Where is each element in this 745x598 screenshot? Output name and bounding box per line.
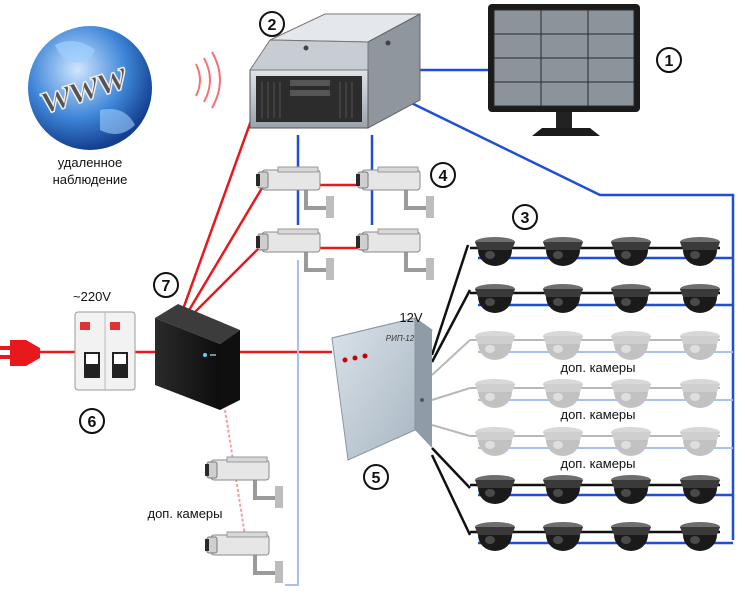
dome-camera-extra: [475, 427, 515, 456]
extra-cameras-label-3: доп. камеры: [560, 456, 635, 471]
dome-camera: [543, 284, 583, 313]
power-plug-icon: [0, 340, 40, 366]
dome-camera: [475, 237, 515, 266]
marker-5: 5: [363, 464, 389, 490]
dome-camera: [475, 522, 515, 551]
marker-6: 6: [79, 408, 105, 434]
bullet-camera: [254, 227, 336, 282]
extra-cameras-label-2: доп. камеры: [560, 407, 635, 422]
dome-camera-extra: [680, 331, 720, 360]
extra-cameras-label-1: доп. камеры: [560, 360, 635, 375]
marker-3: 3: [512, 204, 538, 230]
bullet-camera: [354, 227, 436, 282]
svg-text:6: 6: [88, 414, 97, 431]
marker-1: 1: [656, 47, 682, 73]
bullet-camera-extra: [203, 530, 285, 585]
extra-cameras-label-4: доп. камеры: [147, 506, 222, 521]
dome-camera-extra: [611, 427, 651, 456]
dome-camera: [475, 284, 515, 313]
voltage-220-label: ~220V: [73, 289, 111, 304]
power-supply-box: [330, 317, 434, 461]
remote-monitoring-label-2: наблюдение: [53, 172, 128, 187]
svg-text:2: 2: [268, 17, 277, 34]
internet-globe: www: [28, 26, 152, 150]
dome-camera-extra: [611, 331, 651, 360]
dome-camera-extra: [543, 379, 583, 408]
svg-text:1: 1: [665, 53, 674, 70]
ups-unit: [155, 304, 240, 410]
dome-camera-extra: [475, 379, 515, 408]
power-cable-extra: [224, 409, 246, 536]
dome-camera: [611, 237, 651, 266]
marker-7: 7: [153, 272, 179, 298]
video-cables: [296, 68, 735, 545]
svg-text:3: 3: [521, 210, 530, 227]
dome-camera: [543, 475, 583, 504]
dome-camera: [475, 475, 515, 504]
bullet-camera: [254, 165, 336, 220]
dome-camera-extra: [475, 331, 515, 360]
dome-camera: [680, 522, 720, 551]
dome-camera-extra: [680, 379, 720, 408]
marker-2: 2: [259, 11, 285, 37]
circuit-breaker: [74, 311, 136, 391]
dome-camera-extra: [611, 379, 651, 408]
wireless-signal-icon: [195, 51, 221, 109]
monitor: [488, 4, 640, 136]
dome-camera: [611, 522, 651, 551]
dome-camera-extra: [543, 427, 583, 456]
dome-cameras: [475, 237, 720, 551]
dome-camera-extra: [680, 427, 720, 456]
voltage-12v-label: 12V: [399, 310, 422, 325]
svg-text:5: 5: [372, 470, 381, 487]
video-server: [249, 13, 421, 129]
bullet-camera-extra: [203, 455, 285, 510]
dome-camera: [680, 475, 720, 504]
remote-monitoring-label-1: удаленное: [58, 155, 123, 170]
svg-text:4: 4: [439, 168, 448, 185]
dome-camera: [680, 284, 720, 313]
dome-camera-extra: [543, 331, 583, 360]
marker-4: 4: [430, 162, 456, 188]
dome-camera: [543, 522, 583, 551]
svg-text:7: 7: [162, 278, 171, 295]
power-cables: [40, 117, 358, 354]
dome-camera: [543, 237, 583, 266]
dome-camera: [611, 475, 651, 504]
dome-camera: [611, 284, 651, 313]
psu-model-label: РИП-12: [386, 334, 415, 343]
dome-camera: [680, 237, 720, 266]
bullet-camera: [354, 165, 436, 220]
